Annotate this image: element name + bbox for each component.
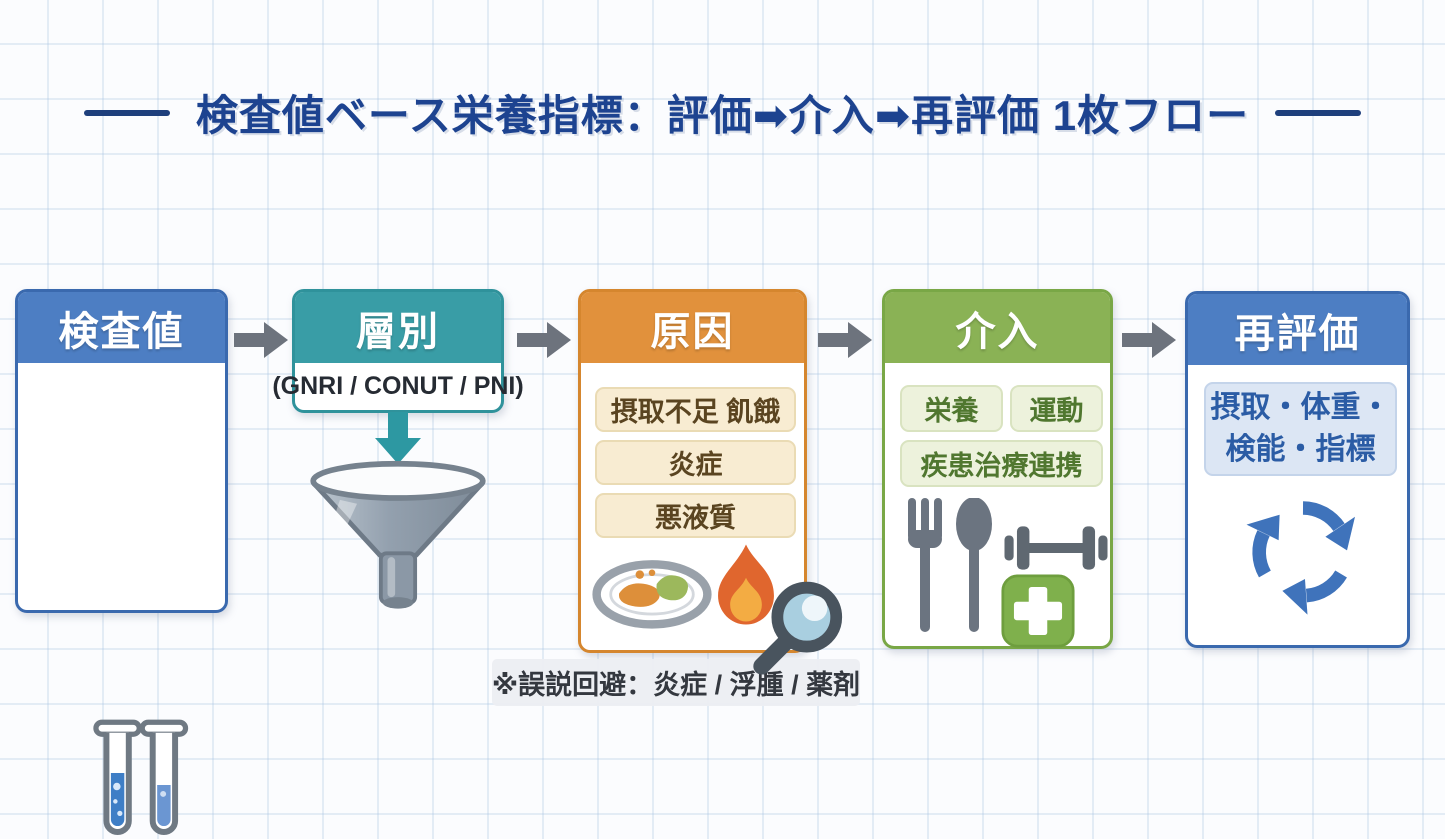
right-arrow-icon [1122, 322, 1176, 358]
cause-item-cachexia: 悪液質 [595, 493, 796, 538]
reassessment-metrics-label: 摂取・体重・ 検能・指標 [1204, 382, 1397, 476]
stage-intervention-header: 介入 [885, 292, 1110, 363]
stratification-indices-label: (GNRI / CONUT / PNI) [272, 372, 524, 400]
flame-icon [718, 544, 774, 625]
meal-plate-icon [592, 560, 712, 629]
funnel-icon [310, 460, 486, 609]
right-arrow-icon [517, 322, 571, 358]
pitfall-note: ※誤説回避：炎症 / 浮腫 / 薬剤 [492, 659, 860, 706]
stage-cause-header: 原因 [581, 292, 804, 363]
cause-item-intake-deficit: 摂取不足 飢餓 [595, 387, 796, 432]
dumbbell-icon [1004, 526, 1108, 570]
test-tubes-icon [93, 719, 189, 835]
intervention-item-exercise: 運動 [1010, 385, 1103, 432]
right-arrow-icon [818, 322, 872, 358]
stage-lab-values-header: 検査値 [18, 292, 225, 363]
page-title: 検査値ベース栄養指標：評価➡介入➡再評価 1枚フロー [195, 92, 1250, 139]
stage-lab-values: 検査値 [15, 289, 228, 835]
intervention-item-disease-care: 疾患治療連携 [900, 440, 1103, 487]
stage-stratification: 層別 (GNRI / CONUT / PNI) [272, 289, 524, 413]
down-arrow-icon [375, 412, 421, 464]
stage-reassessment-header: 再評価 [1188, 294, 1407, 365]
stage-cause: 原因 摂取不足 飢餓 炎症 悪液質 [578, 289, 807, 653]
stage-stratification-header: 層別 [295, 292, 501, 363]
right-arrow-icon [234, 322, 288, 358]
title-right-dash [1275, 109, 1362, 116]
intervention-item-nutrition: 栄養 [900, 385, 1003, 432]
cycle-arrows-icon [1246, 501, 1355, 615]
title-left-dash [83, 109, 170, 116]
cause-item-inflammation: 炎症 [595, 440, 796, 485]
reassessment-metrics-line1: 摂取・体重・ [1210, 391, 1391, 424]
fork-and-spoon-icon [908, 498, 992, 632]
reassessment-metrics-line2: 検能・指標 [1225, 433, 1376, 466]
page-title-row: 検査値ベース栄養指標：評価➡介入➡再評価 1枚フロー [0, 82, 1445, 143]
magnifier-icon [753, 581, 843, 675]
medical-plus-icon [1001, 574, 1075, 648]
